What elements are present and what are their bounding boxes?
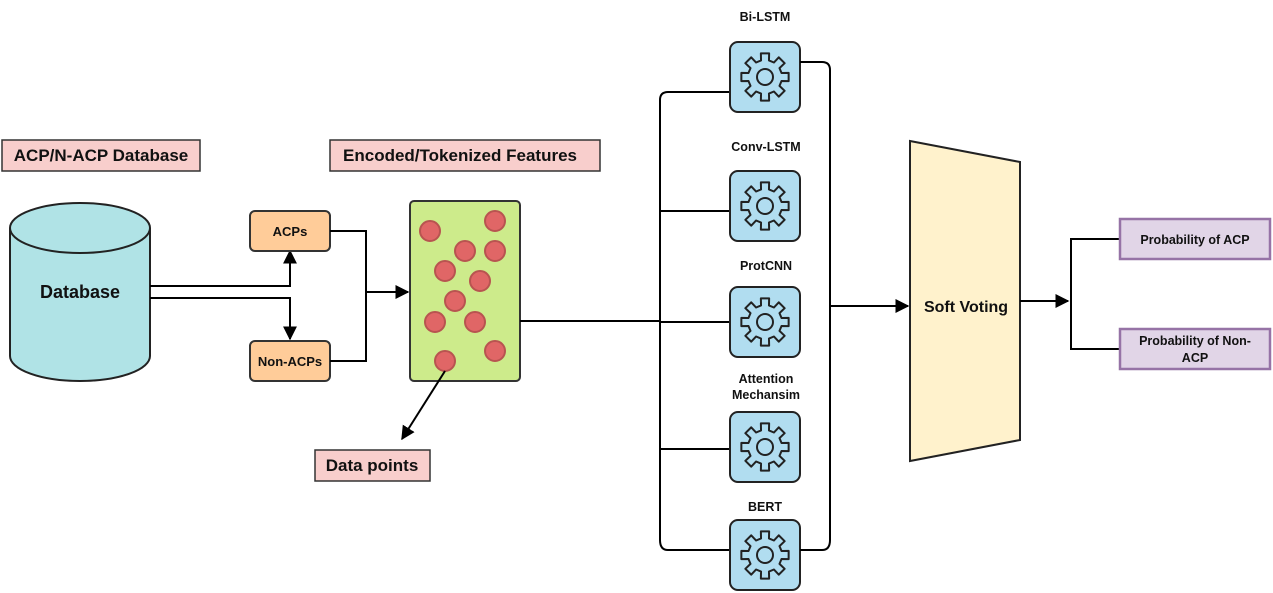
- data-dot: [484, 210, 506, 232]
- prob-non-acp-label-line1: Probability of Non-: [1139, 334, 1251, 348]
- model-protcnn: ProtCNN: [729, 259, 801, 358]
- non-acps-box: Non-ACPs: [249, 340, 331, 382]
- merge-bracket: [800, 61, 831, 551]
- data-dot: [484, 240, 506, 262]
- model-label: ProtCNN: [740, 259, 792, 273]
- database-cylinder: Database: [9, 202, 151, 382]
- non-acps-label: Non-ACPs: [258, 354, 322, 369]
- data-dot: [469, 270, 491, 292]
- features-header-text: Encoded/Tokenized Features: [343, 146, 577, 165]
- data-dot: [434, 260, 456, 282]
- acps-merge-line: [330, 230, 367, 362]
- soft-voting-block: Soft Voting: [909, 139, 1021, 463]
- model-label: BERT: [748, 500, 782, 514]
- gear-icon: [740, 52, 790, 102]
- model-attention: Attention Mechansim: [729, 372, 801, 483]
- gear-icon: [740, 297, 790, 347]
- data-dot: [454, 240, 476, 262]
- data-point-dots: [419, 210, 506, 372]
- model-label: Conv-LSTM: [731, 140, 800, 154]
- data-dot: [464, 311, 486, 333]
- model-bert: BERT: [729, 500, 801, 591]
- acps-box: ACPs: [249, 210, 331, 252]
- model-conv-lstm: Conv-LSTM: [729, 140, 801, 242]
- prob-acp-label: Probability of ACP: [1140, 233, 1249, 247]
- data-dot: [424, 311, 446, 333]
- data-points-label: Data points: [326, 456, 419, 475]
- data-dot: [484, 340, 506, 362]
- features-box: [409, 200, 521, 382]
- data-dot: [434, 350, 456, 372]
- data-points-label-box: Data points: [314, 449, 431, 482]
- soft-voting-label: Soft Voting: [924, 299, 1008, 316]
- prob-non-acp-label-line2: ACP: [1182, 351, 1208, 365]
- db-to-nonacps-arrow: [150, 297, 297, 341]
- output-prob-acp: Probability of ACP: [1118, 217, 1272, 261]
- db-header-text: ACP/N-ACP Database: [14, 146, 188, 165]
- fanout-bracket: [659, 91, 730, 551]
- model-bi-lstm: Bi-LSTM: [729, 10, 801, 113]
- data-dot: [419, 220, 441, 242]
- database-label: Database: [40, 282, 120, 302]
- model-label-line2: Mechansim: [732, 388, 800, 402]
- model-label: Bi-LSTM: [740, 10, 791, 24]
- output-split-bracket: [1070, 238, 1120, 350]
- data-dot: [444, 290, 466, 312]
- features-header-label: Encoded/Tokenized Features: [329, 139, 601, 172]
- gear-icon: [740, 181, 790, 231]
- db-to-acps-arrow: [150, 249, 297, 287]
- model-label: Attention: [739, 372, 794, 386]
- data-points-arrow: [401, 370, 446, 441]
- db-header-label: ACP/N-ACP Database: [1, 139, 201, 172]
- output-prob-non-acp: Probability of Non- ACP: [1118, 327, 1272, 371]
- acps-label: ACPs: [273, 224, 308, 239]
- gear-icon: [740, 422, 790, 472]
- gear-icon: [740, 530, 790, 580]
